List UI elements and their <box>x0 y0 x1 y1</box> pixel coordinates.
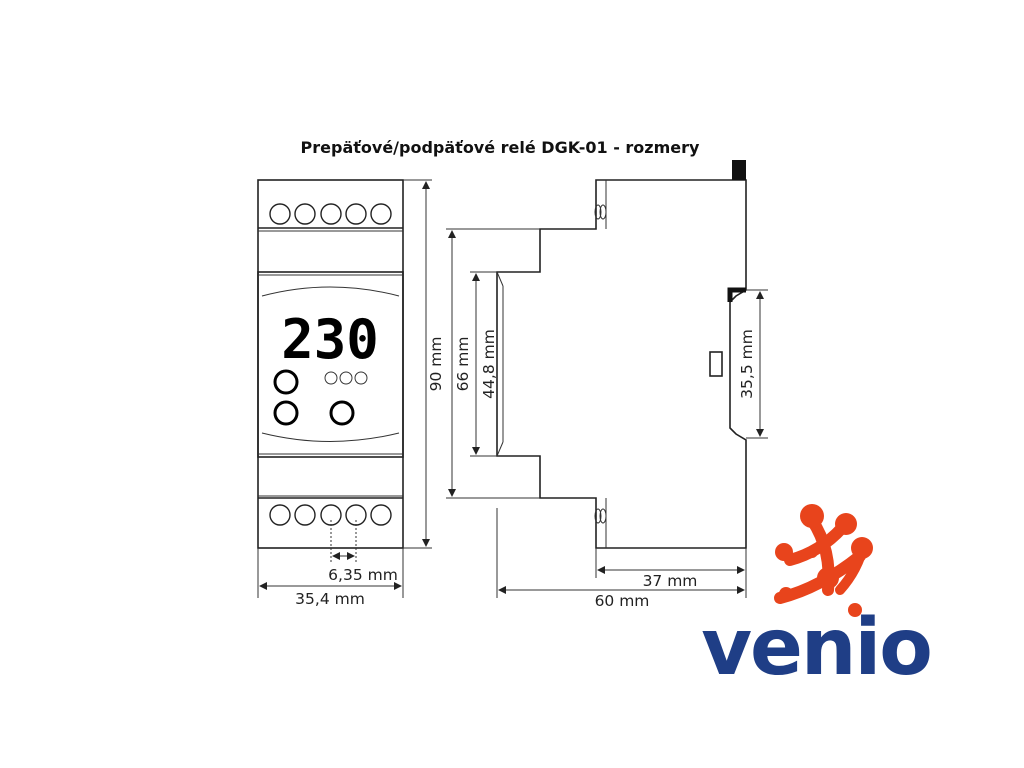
side-view: 66 mm 44,8 mm 35,5 mm 37 mm 60 mm <box>446 160 768 610</box>
molecule-mark-icon <box>774 504 873 617</box>
dim-rail-depth: 37 mm <box>643 572 698 590</box>
terminal-screw-icon <box>599 204 607 220</box>
button-circle-icon[interactable] <box>273 400 299 426</box>
display-readout: 230 <box>281 308 379 371</box>
dim-terminal-pitch: 6,35 mm <box>328 566 398 584</box>
dim-body-height: 66 mm <box>454 337 472 392</box>
terminal-screw-icon <box>594 508 602 524</box>
drawing-title: Prepäťové/podpäťové relé DGK-01 - rozmer… <box>301 138 700 157</box>
side-profile <box>496 179 747 549</box>
button-circle-icon[interactable] <box>329 400 355 426</box>
terminal-screw-icon <box>320 203 342 225</box>
logo-wordmark: venio <box>701 603 931 693</box>
bottom-terminal-row <box>269 504 392 526</box>
dim-rail-height: 35,5 mm <box>738 329 756 399</box>
dim-front-height: 44,8 mm <box>480 329 498 399</box>
terminal-screw-icon <box>269 203 291 225</box>
terminal-screw-icon <box>599 508 607 524</box>
terminal-screw-icon <box>370 504 392 526</box>
terminal-screw-icon <box>345 203 367 225</box>
led-indicator-icon <box>354 371 368 385</box>
dim-total-height: 90 mm <box>427 337 445 392</box>
front-view: 230 6,35 mm 35,4 mm 90 mm <box>257 179 445 608</box>
rail-clip-top <box>732 160 746 180</box>
front-panel <box>257 271 404 458</box>
terminal-screw-icon <box>370 203 392 225</box>
terminal-screw-icon <box>269 504 291 526</box>
top-terminal-row <box>269 203 392 225</box>
venio-logo: venio <box>701 504 933 693</box>
terminal-screw-icon <box>294 504 316 526</box>
release-tab <box>709 351 723 377</box>
terminal-screw-icon <box>294 203 316 225</box>
led-indicator-icon <box>339 371 353 385</box>
dim-total-depth: 60 mm <box>595 592 650 610</box>
led-indicator-icon <box>324 371 338 385</box>
button-circle-icon[interactable] <box>273 369 299 395</box>
dim-front-width: 35,4 mm <box>295 590 365 608</box>
terminal-screw-icon <box>594 204 602 220</box>
